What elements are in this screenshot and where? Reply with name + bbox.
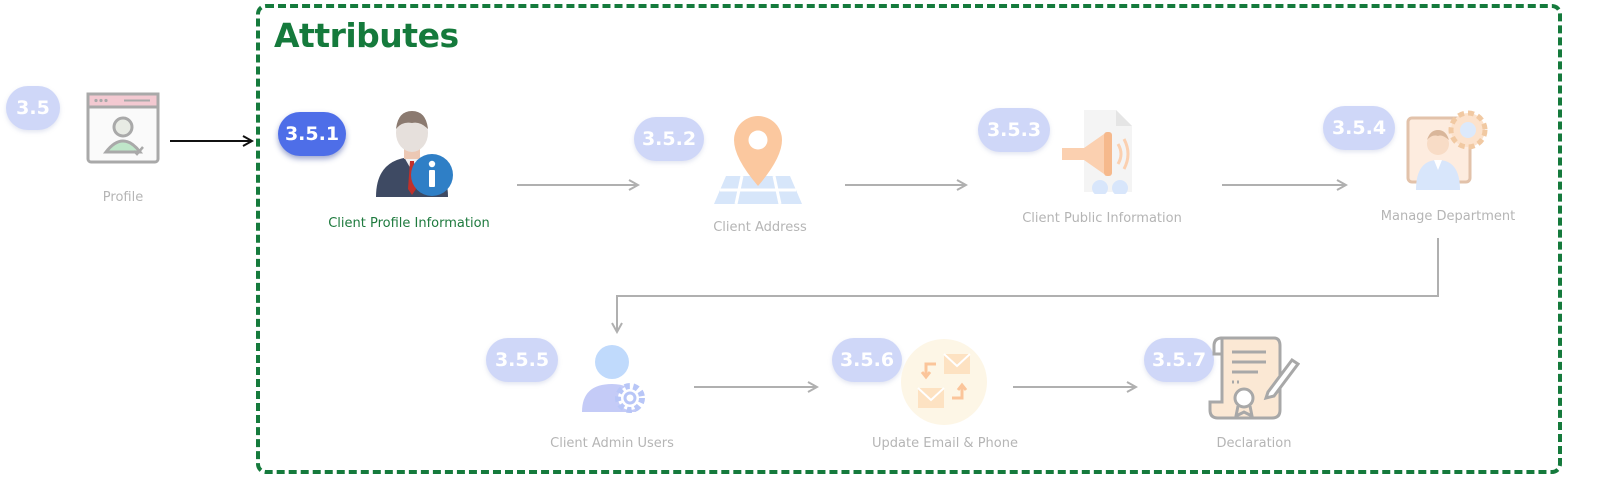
step-badge-3-5-2[interactable]: 3.5.2 — [634, 117, 704, 161]
parent-label: Profile — [102, 190, 144, 205]
step-badge-3-5-7[interactable]: 3.5.7 — [1144, 338, 1214, 382]
certificate-scroll-icon — [1208, 336, 1300, 420]
profile-window-icon — [86, 92, 160, 164]
step-label-3-5-4: Manage Department — [1380, 209, 1516, 224]
megaphone-icon — [1062, 110, 1132, 194]
manager-gear-icon — [1406, 110, 1488, 190]
step-label-3-5-1: Client Profile Information — [328, 216, 490, 231]
step-badge-3-5-6[interactable]: 3.5.6 — [832, 338, 902, 382]
step-badge-3-5-1[interactable]: 3.5.1 — [278, 112, 346, 156]
step-badge-3-5-4[interactable]: 3.5.4 — [1323, 106, 1395, 150]
attributes-group-frame — [256, 4, 1562, 474]
admin-user-gear-icon — [582, 345, 645, 413]
step-badge-3-5-3[interactable]: 3.5.3 — [978, 108, 1050, 152]
step-label-3-5-2: Client Address — [713, 220, 807, 235]
user-info-icon — [376, 111, 453, 197]
map-pin-icon — [714, 116, 802, 205]
section-title: Attributes — [274, 16, 459, 55]
arrow-step4-to-step5 — [617, 238, 1439, 332]
email-exchange-icon — [901, 339, 987, 425]
step-label-3-5-6: Update Email & Phone — [872, 436, 1018, 451]
step-label-3-5-3: Client Public Information — [1022, 211, 1182, 226]
parent-badge[interactable]: 3.5 — [6, 86, 60, 130]
step-label-3-5-5: Client Admin Users — [550, 436, 674, 451]
step-label-3-5-7: Declaration — [1216, 436, 1292, 451]
step-badge-3-5-5[interactable]: 3.5.5 — [486, 338, 558, 382]
